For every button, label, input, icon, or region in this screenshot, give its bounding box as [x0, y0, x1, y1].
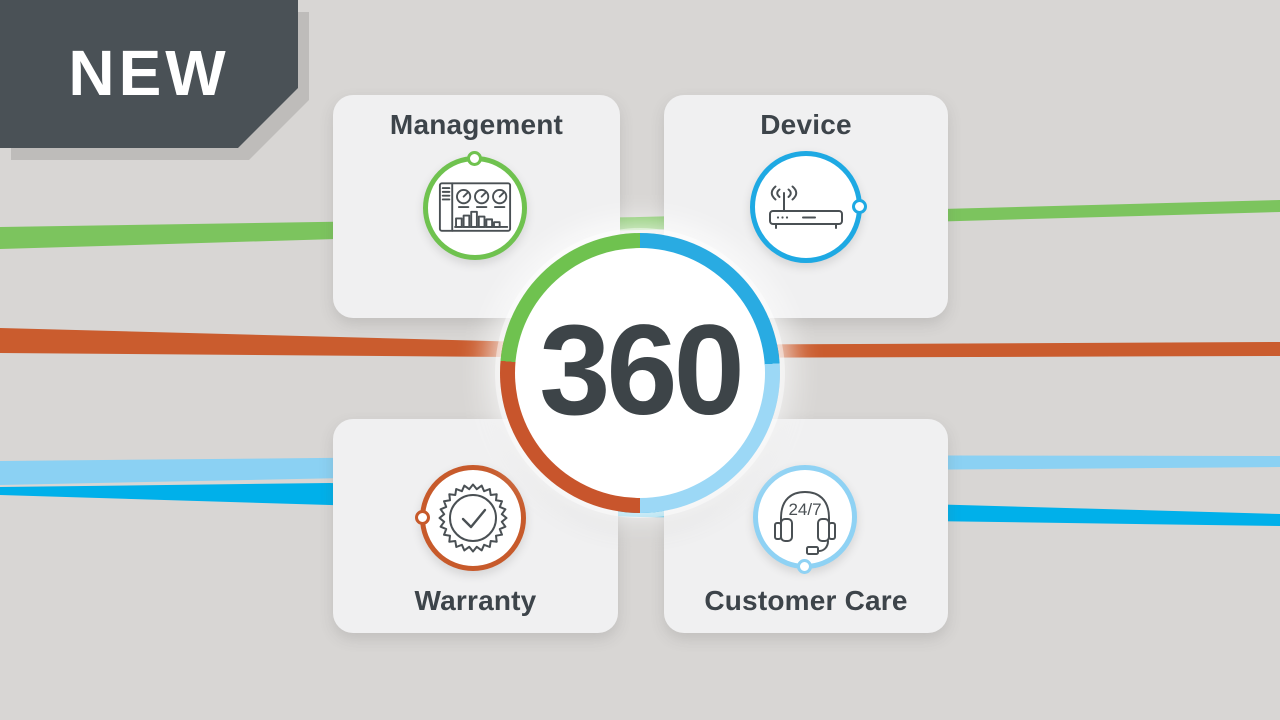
customer-care-icon-circle: 24/7: [753, 465, 857, 569]
headset-icon: 24/7: [774, 491, 836, 555]
new-badge-background: [0, 0, 298, 148]
card-title-management: Management: [389, 109, 564, 140]
card-title-warranty: Warranty: [414, 585, 537, 616]
customer-care-ring-knob: [797, 559, 812, 574]
center-360-value: 360: [539, 299, 745, 442]
card-title-device: Device: [760, 109, 852, 140]
device-ring-knob: [852, 199, 867, 214]
device-icon-circle: [750, 151, 862, 263]
wireless-router-icon: [769, 185, 843, 229]
new-badge-shape: [0, 0, 309, 160]
center-360-ring: 360: [500, 233, 780, 513]
orange-ribbon: [0, 328, 1280, 358]
certified-seal-icon: [438, 483, 508, 553]
card-title-customer-care: Customer Care: [704, 585, 908, 616]
headset-24-7-label: 24/7: [788, 500, 821, 519]
management-ring-knob: [467, 151, 482, 166]
warranty-ring-knob: [415, 510, 430, 525]
warranty-icon-circle: [420, 465, 526, 571]
dashboard-icon: [438, 182, 512, 232]
green-ribbon: [0, 200, 1280, 249]
management-icon-circle: [423, 156, 527, 260]
center-360-face: 360: [515, 248, 765, 498]
new-badge-label: NEW: [68, 37, 230, 109]
